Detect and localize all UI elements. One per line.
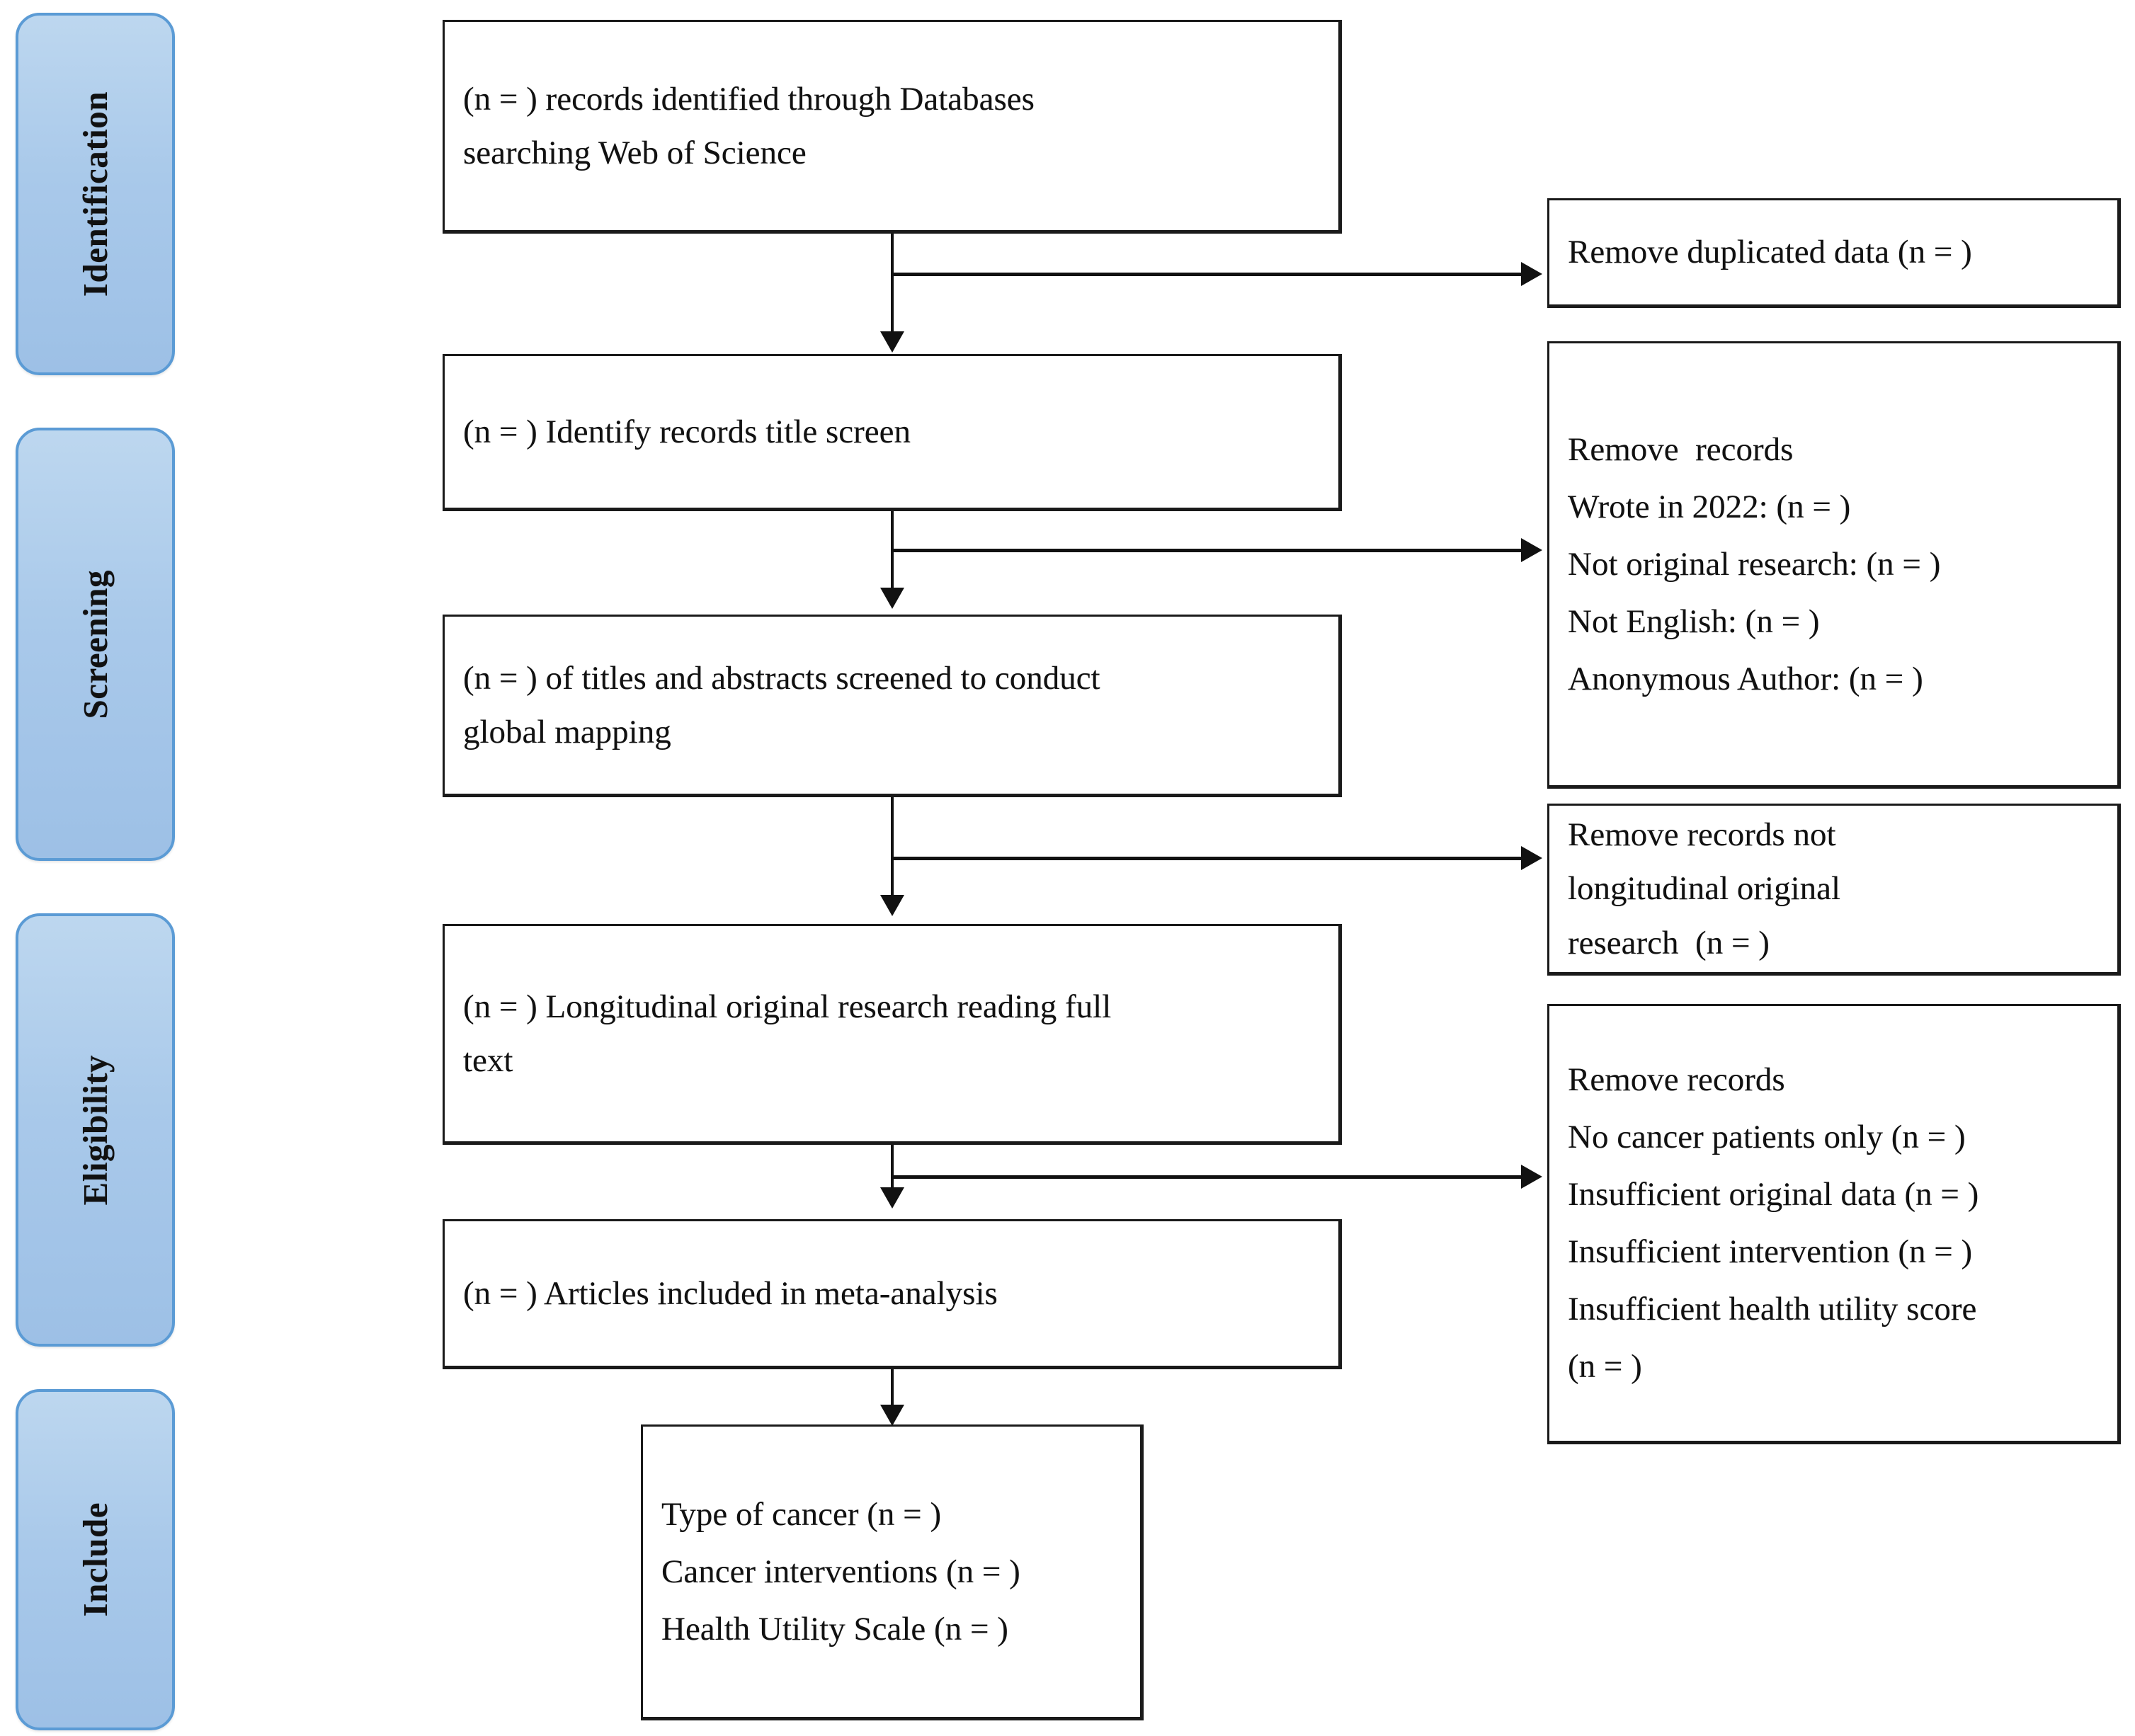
connector-horizontal-to-remove-not-longitudinal — [891, 857, 1521, 860]
flow-box-line: (n = ) Identify records title screen — [463, 413, 911, 450]
stage-pill-identification: Identification — [16, 13, 175, 375]
connector-horizontal-to-remove-records-eligibility — [891, 1175, 1521, 1179]
connector-vertical-box1-box2 — [891, 234, 894, 333]
connector-vertical-box5-box6 — [891, 1369, 894, 1406]
arrow-down-box2-box3 — [880, 588, 904, 609]
connector-horizontal-to-remove-duplicates — [891, 273, 1521, 276]
connector-horizontal-to-remove-records-screening — [891, 549, 1521, 552]
exclusion-box-line: Remove records — [1568, 430, 1794, 468]
stage-label-screening: Screening — [76, 569, 115, 719]
exclusion-box-line: Insufficient health utility score — [1568, 1291, 1977, 1327]
flow-box-records-identified: (n = ) records identified through Databa… — [443, 20, 1342, 234]
exclusion-box-line: (n = ) — [1568, 1348, 1642, 1385]
exclusion-box-line: research (n = ) — [1568, 924, 1770, 961]
arrow-down-box5-box6 — [880, 1405, 904, 1426]
exclusion-box-line: Anonymous Author: (n = ) — [1568, 660, 1923, 697]
stage-pill-include: Include — [16, 1389, 175, 1730]
arrow-right-to-remove-not-longitudinal — [1521, 846, 1542, 870]
flow-box-titles-abstracts-screened: (n = ) of titles and abstracts screened … — [443, 615, 1342, 797]
exclusion-box-remove-records-screening: Remove records Wrote in 2022: (n = ) Not… — [1547, 341, 2121, 789]
exclusion-box-line: Remove records — [1568, 1061, 1785, 1098]
flow-box-final-outcomes: Type of cancer (n = ) Cancer interventio… — [641, 1424, 1144, 1720]
exclusion-box-line: longitudinal original — [1568, 870, 1841, 908]
arrow-right-to-remove-records-screening — [1521, 538, 1542, 562]
flow-box-identify-title-screen: (n = ) Identify records title screen — [443, 354, 1342, 511]
flow-box-line: Cancer interventions (n = ) — [661, 1553, 1020, 1590]
connector-vertical-box4-box5 — [891, 1145, 894, 1189]
exclusion-box-remove-duplicates: Remove duplicated data (n = ) — [1547, 198, 2121, 308]
flow-box-line: text — [463, 1042, 513, 1079]
flow-box-line: searching Web of Science — [463, 135, 807, 171]
exclusion-box-line: Not original research: (n = ) — [1568, 545, 1941, 583]
stage-pill-screening: Screening — [16, 428, 175, 861]
exclusion-box-line: Not English: (n = ) — [1568, 603, 1820, 640]
arrow-down-box4-box5 — [880, 1187, 904, 1209]
arrow-right-to-remove-records-eligibility — [1521, 1165, 1542, 1189]
stage-pill-eligibility: Eligibility — [16, 913, 175, 1347]
flow-box-line: (n = ) Articles included in meta-analysi… — [463, 1274, 998, 1312]
exclusion-box-remove-records-eligibility: Remove records No cancer patients only (… — [1547, 1004, 2121, 1444]
flow-box-line: global mapping — [463, 714, 671, 750]
exclusion-box-line: Wrote in 2022: (n = ) — [1568, 488, 1851, 525]
flow-box-line: Health Utility Scale (n = ) — [661, 1610, 1008, 1648]
flow-box-articles-included: (n = ) Articles included in meta-analysi… — [443, 1219, 1342, 1369]
exclusion-box-line: Insufficient original data (n = ) — [1568, 1176, 1979, 1213]
flow-box-line: Type of cancer (n = ) — [661, 1495, 942, 1533]
flow-box-longitudinal-full-text: (n = ) Longitudinal original research re… — [443, 924, 1342, 1145]
exclusion-box-line: Insufficient intervention (n = ) — [1568, 1233, 1973, 1270]
connector-vertical-box3-box4 — [891, 797, 894, 896]
arrow-down-box1-box2 — [880, 331, 904, 353]
flow-box-line: (n = ) of titles and abstracts screened … — [463, 659, 1100, 697]
stage-label-identification: Identification — [76, 91, 115, 297]
exclusion-box-line: Remove duplicated data (n = ) — [1568, 234, 1972, 270]
exclusion-box-line: No cancer patients only (n = ) — [1568, 1119, 1966, 1155]
stage-label-include: Include — [76, 1502, 115, 1617]
exclusion-box-remove-not-longitudinal: Remove records not longitudinal original… — [1547, 804, 2121, 976]
arrow-right-to-remove-duplicates — [1521, 262, 1542, 286]
exclusion-box-line: Remove records not — [1568, 816, 1836, 854]
flow-box-line: (n = ) records identified through Databa… — [463, 80, 1035, 118]
stage-label-eligibility: Eligibility — [76, 1054, 115, 1206]
flow-box-line: (n = ) Longitudinal original research re… — [463, 988, 1112, 1025]
arrow-down-box3-box4 — [880, 895, 904, 916]
